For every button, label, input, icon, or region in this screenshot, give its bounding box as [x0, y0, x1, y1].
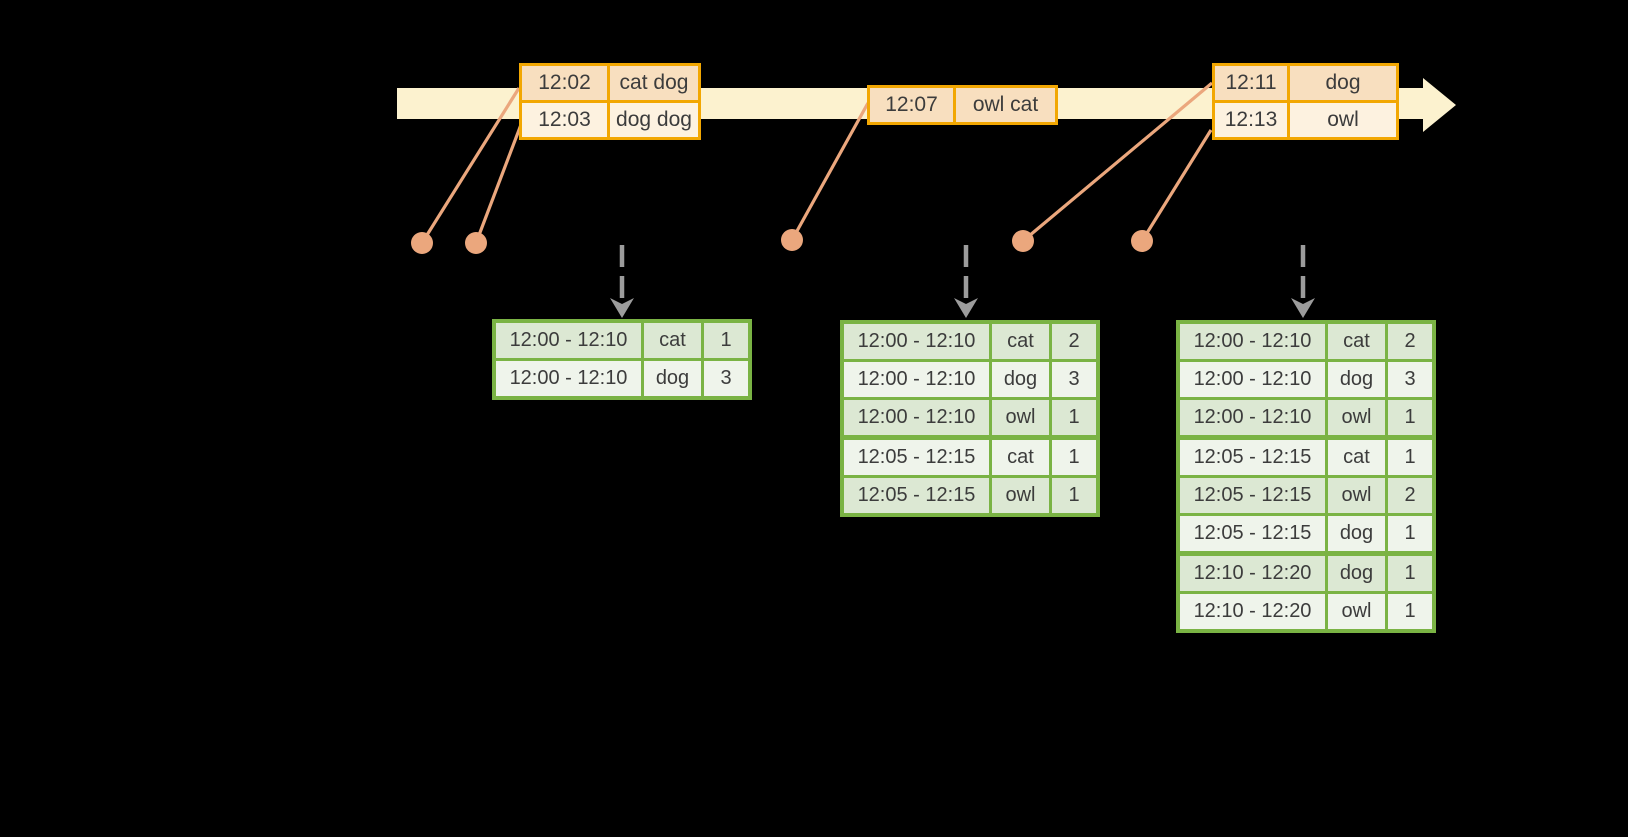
event-dot-icon	[411, 232, 433, 254]
window-cell: 12:05 - 12:15	[1180, 516, 1325, 551]
window-cell: 12:05 - 12:15	[844, 478, 989, 513]
words-cell: cat dog	[610, 66, 698, 100]
time-cell: 12:03	[522, 103, 607, 137]
time-cell: 12:07	[870, 88, 953, 122]
count-cell: 3	[1388, 362, 1432, 397]
time-cell: 12:02	[522, 66, 607, 100]
trigger-arrowhead-icon	[610, 298, 634, 318]
count-cell: 1	[1388, 440, 1432, 475]
word-cell: cat	[1328, 440, 1385, 475]
word-cell: owl	[1328, 594, 1385, 629]
count-cell: 2	[1388, 478, 1432, 513]
window-cell: 12:05 - 12:15	[1180, 478, 1325, 513]
window-cell: 12:00 - 12:10	[1180, 324, 1325, 359]
window-cell: 12:05 - 12:15	[1180, 440, 1325, 475]
count-cell: 1	[1052, 478, 1096, 513]
window-cell: 12:00 - 12:10	[496, 323, 641, 358]
words-cell: dog	[1290, 66, 1396, 100]
count-cell: 1	[1052, 400, 1096, 435]
words-cell: owl cat	[956, 88, 1055, 122]
count-cell: 1	[1388, 516, 1432, 551]
word-cell: owl	[1328, 400, 1385, 435]
count-cell: 1	[1052, 440, 1096, 475]
count-cell: 3	[704, 361, 748, 396]
word-cell: dog	[1328, 362, 1385, 397]
word-cell: dog	[1328, 516, 1385, 551]
count-cell: 2	[1052, 324, 1096, 359]
words-cell: dog dog	[610, 103, 698, 137]
word-cell: owl	[992, 400, 1049, 435]
window-cell: 12:10 - 12:20	[1180, 594, 1325, 629]
timeline-arrowhead-icon	[1423, 78, 1456, 132]
window-cell: 12:00 - 12:10	[844, 400, 989, 435]
word-cell: dog	[1328, 556, 1385, 591]
window-cell: 12:00 - 12:10	[844, 362, 989, 397]
time-cell: 12:13	[1215, 103, 1287, 137]
word-cell: dog	[644, 361, 701, 396]
word-cell: cat	[1328, 324, 1385, 359]
word-cell: cat	[992, 440, 1049, 475]
event-dot-icon	[1012, 230, 1034, 252]
connector-line	[790, 102, 870, 241]
word-cell: cat	[992, 324, 1049, 359]
connector-line	[474, 121, 524, 244]
event-dot-icon	[465, 232, 487, 254]
event-dot-icon	[781, 229, 803, 251]
time-cell: 12:11	[1215, 66, 1287, 100]
word-cell: owl	[992, 478, 1049, 513]
word-cell: owl	[1328, 478, 1385, 513]
trigger-arrowhead-icon	[1291, 298, 1315, 318]
event-dot-icon	[1131, 230, 1153, 252]
window-cell: 12:00 - 12:10	[1180, 400, 1325, 435]
count-cell: 1	[1388, 400, 1432, 435]
word-cell: dog	[992, 362, 1049, 397]
window-cell: 12:05 - 12:15	[844, 440, 989, 475]
trigger-arrowhead-icon	[954, 298, 978, 318]
count-cell: 1	[704, 323, 748, 358]
count-cell: 1	[1388, 594, 1432, 629]
count-cell: 2	[1388, 324, 1432, 359]
count-cell: 1	[1388, 556, 1432, 591]
count-cell: 3	[1052, 362, 1096, 397]
window-cell: 12:00 - 12:10	[1180, 362, 1325, 397]
window-cell: 12:10 - 12:20	[1180, 556, 1325, 591]
window-cell: 12:00 - 12:10	[844, 324, 989, 359]
word-cell: cat	[644, 323, 701, 358]
window-cell: 12:00 - 12:10	[496, 361, 641, 396]
connector-line	[1140, 129, 1213, 242]
words-cell: owl	[1290, 103, 1396, 137]
